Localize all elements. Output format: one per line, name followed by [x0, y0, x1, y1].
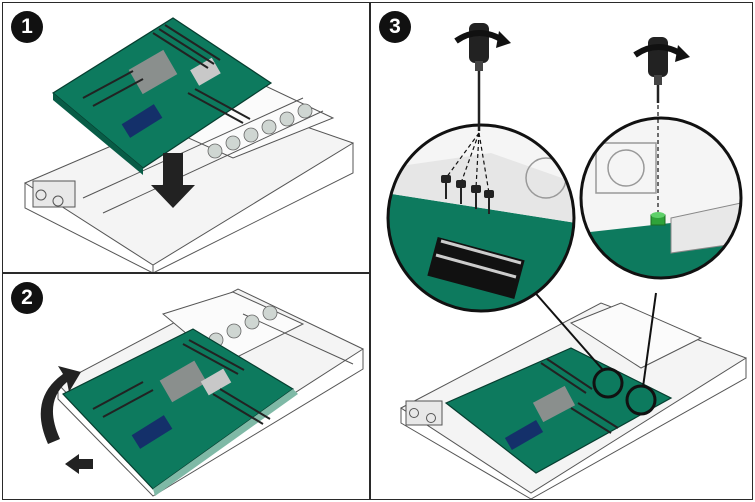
motherboard: [62, 328, 298, 496]
step-3-panel: 3: [370, 2, 753, 500]
step-1-illustration: [23, 17, 355, 272]
standoff-icon: [650, 212, 666, 226]
screw-icon: [441, 175, 494, 214]
standoff-callout-magnifier: [579, 98, 743, 280]
motherboard: [51, 17, 273, 175]
step-2-panel: 2: [2, 273, 370, 500]
motherboard: [444, 347, 673, 474]
callout-marker-right: [625, 384, 657, 416]
push-arrow-icon: [65, 454, 93, 474]
step-1-panel: 1: [2, 2, 370, 273]
step-1-badge: 1: [11, 11, 43, 43]
step-2-badge: 2: [11, 282, 43, 314]
down-arrow-icon: [151, 153, 195, 208]
rotation-arrow-icon: [633, 44, 690, 62]
screwdriver-icon: [469, 23, 489, 131]
step-2-illustration: [40, 288, 365, 497]
step-3-illustration: [386, 23, 748, 499]
rotation-arrow-icon: [454, 30, 511, 48]
rotate-arrow-icon: [40, 366, 81, 444]
step-3-badge: 3: [379, 11, 411, 43]
callout-marker-left: [592, 367, 624, 399]
fan-row: [207, 103, 313, 159]
screw-callout-magnifier: [386, 123, 576, 313]
